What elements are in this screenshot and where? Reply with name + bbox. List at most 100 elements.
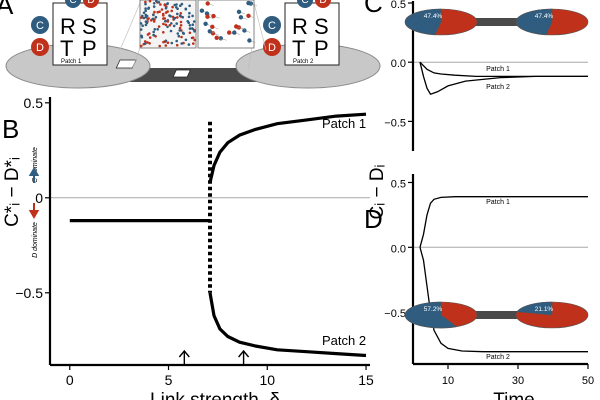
population-dot: [142, 11, 146, 15]
population-dot: [162, 40, 165, 44]
population-dot: [188, 24, 192, 27]
population-dot: [175, 22, 178, 25]
series-label-patch-1: Patch 1: [322, 116, 366, 131]
token-d-2-top: D: [315, 0, 331, 8]
population-dot: [145, 14, 149, 18]
delta-arrow-marker: [238, 349, 250, 364]
series-label-patch-1: Patch 1: [486, 199, 510, 206]
payoff-p-2: P: [314, 36, 329, 61]
svg-text:C: C: [268, 20, 276, 32]
callout-line: [253, 2, 267, 51]
payoff-r-2: R: [292, 14, 308, 39]
population-dot: [154, 15, 158, 19]
panel-cd-ylabel: Cᵢ − Dᵢ: [367, 164, 388, 219]
svg-text:D: D: [268, 42, 276, 54]
payoff-s-2: S: [314, 14, 329, 39]
population-dot: [180, 2, 184, 6]
population-dot: [191, 36, 195, 39]
population-dot: [164, 6, 168, 10]
svg-text:C: C: [301, 0, 308, 6]
panel-b-ylabel: C*ᵢ − D*ᵢ: [2, 157, 23, 227]
panel-b-xlabel: Link strength, δ: [150, 390, 280, 400]
population-dot: [232, 30, 237, 35]
population-dot: [144, 42, 147, 45]
population-dot: [151, 17, 155, 21]
population-dot: [211, 13, 216, 19]
population-mixed-dots: [139, 0, 196, 48]
panel-label-a: A: [0, 0, 14, 20]
population-dot: [144, 23, 148, 27]
pie-percent-label: 21.1%: [535, 306, 554, 313]
population-dot: [152, 33, 155, 37]
panel-b-x-tick-label: 15: [358, 372, 374, 388]
population-dot: [173, 3, 176, 7]
population-dot: [178, 14, 182, 17]
population-dot: [227, 30, 232, 35]
panel-c-y-tick-label: 0.0: [391, 58, 406, 70]
population-dot: [191, 14, 194, 18]
d-dominate-label: D dominate: [32, 222, 39, 258]
population-dot: [199, 8, 205, 13]
population-dot: [238, 15, 244, 20]
population-dot: [192, 20, 196, 23]
pie-cooperator-slice: [516, 8, 553, 36]
population-dot: [155, 0, 158, 3]
population-dot: [186, 20, 189, 23]
token-c-1-top: C: [65, 0, 81, 8]
population-dot: [153, 10, 156, 14]
population-dot: [147, 6, 151, 10]
panel-b-x-tick-label: 0: [66, 372, 74, 388]
population-dot: [152, 30, 155, 34]
patch-1-label: Patch 1: [61, 59, 82, 65]
population-dot: [148, 0, 152, 3]
panel-cd-xlabel: Time: [493, 390, 535, 400]
population-dot: [188, 27, 192, 30]
panel-b-y-tick-label: 0.5: [24, 95, 44, 111]
panel-d-x-tick-label: 30: [512, 375, 524, 387]
patch-2-label: Patch 2: [293, 59, 314, 65]
population-dot: [164, 19, 167, 23]
population-dot: [205, 1, 210, 6]
population-dot: [159, 3, 162, 6]
population-dot: [147, 17, 150, 20]
population-dot: [176, 12, 179, 16]
pie-patch-2: 21.1%: [515, 301, 589, 329]
population-network-dots: [199, 0, 257, 43]
population-dot: [157, 1, 161, 4]
population-dot: [154, 35, 157, 38]
panel-b-x-tick-label: 5: [165, 372, 173, 388]
population-dot: [184, 38, 188, 42]
population-dot: [164, 11, 168, 14]
token-c-2: C: [263, 16, 281, 34]
population-dot: [180, 42, 183, 45]
population-dot: [171, 15, 175, 19]
pie-patch-1: 57.2%: [404, 301, 478, 329]
population-dot: [156, 28, 159, 31]
payoff-t-1: T: [60, 36, 73, 61]
population-dot: [181, 31, 185, 35]
population-dot: [246, 13, 251, 18]
population-dot: [148, 42, 151, 45]
population-dot: [188, 11, 191, 15]
pie-percent-label: 57.2%: [424, 306, 443, 313]
pie-cooperator-slice: [405, 8, 442, 36]
panel-b-x-tick-label: 10: [259, 372, 275, 388]
population-dot: [170, 9, 173, 13]
population-dot: [166, 25, 169, 29]
payoff-box-2: [284, 2, 340, 66]
c-dominate-label: C dominate: [32, 147, 39, 183]
population-dot: [139, 28, 143, 31]
population-dot: [205, 14, 210, 19]
population-dot: [203, 21, 208, 26]
population-dot: [175, 43, 179, 47]
payoff-box-1: [52, 2, 108, 66]
population-dot: [184, 7, 188, 11]
population-dot: [162, 22, 165, 26]
panel-b-y-tick-label: 0: [35, 190, 43, 206]
population-dot: [187, 15, 191, 19]
population-dot: [188, 4, 191, 8]
panel-b: B C*ᵢ − D*ᵢ C dominate D dominate Link s…: [2, 95, 374, 400]
down-arrow-d: [28, 203, 40, 219]
population-dot: [144, 2, 147, 6]
population-dot: [175, 39, 178, 43]
